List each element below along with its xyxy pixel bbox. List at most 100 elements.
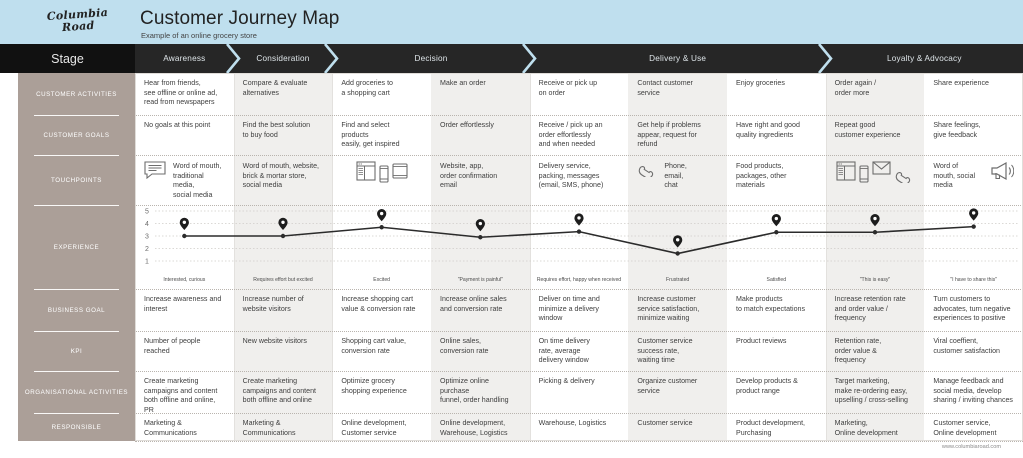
browser-window-icon (356, 161, 376, 181)
cell-touchpoints-5: Delivery service,packing, messages(email… (530, 155, 629, 205)
experience-data-point[interactable] (675, 251, 680, 256)
browser-window-icon (836, 161, 856, 181)
cell-organisational-activities-5: Picking & delivery (530, 371, 629, 413)
cell-text: Viral coeffient,customer satisfaction (933, 337, 1000, 355)
chart-y-tick: 2 (145, 246, 149, 253)
experience-label-2: Requires effort but excited (253, 277, 313, 283)
cell-customer-activities-4: Make an order (431, 73, 530, 115)
cell-customer-activities-1: Hear from friends,see offline or online … (135, 73, 234, 115)
stage-delivery-use[interactable]: Delivery & Use (649, 54, 707, 63)
experience-data-point[interactable] (182, 233, 187, 239)
experience-data-point[interactable] (576, 229, 582, 234)
cell-text: Picking & delivery (538, 377, 595, 385)
experience-label-5: Requires effort, happy when received (536, 277, 622, 283)
cell-touchpoints-6: Phone,email,chat (628, 155, 727, 205)
envelope-icon (872, 161, 891, 175)
cell-text: Enjoy groceries (736, 79, 785, 87)
stage-divider (332, 73, 334, 441)
cell-text: Marketing &Communications (242, 419, 296, 437)
map-pin-icon (278, 217, 288, 230)
rail-separator (34, 205, 119, 206)
cell-responsible-5: Warehouse, Logistics (530, 413, 629, 441)
cell-kpi-4: Online sales,conversion rate (431, 331, 530, 371)
cell-responsible-3: Online development,Customer service (332, 413, 431, 441)
experience-data-point[interactable] (971, 224, 976, 229)
experience-data-point[interactable] (379, 225, 384, 230)
map-pin-icon (870, 214, 880, 227)
cell-text: Online development,Warehouse, Logistics (440, 419, 508, 437)
journey-column-2 (233, 73, 333, 441)
experience-data-point[interactable] (872, 230, 878, 235)
cell-responsible-9: Customer service,Online development (924, 413, 1023, 441)
map-pin-icon (771, 214, 781, 227)
cell-customer-activities-9: Share experience (924, 73, 1023, 115)
experience-label-3: Excited (373, 277, 391, 283)
cell-touchpoints-1: Word of mouth,traditional media,social m… (135, 155, 234, 205)
mobile-phone-icon (379, 165, 389, 183)
touchpoint-icon-group (356, 161, 408, 183)
experience-data-point[interactable] (774, 230, 779, 235)
touchpoint-icon-group (990, 161, 1014, 181)
tablet-icon (392, 163, 408, 179)
rail-item-responsible: RESPONSIBLE (51, 423, 102, 431)
row-separator (135, 289, 1023, 290)
experience-label-4: "Payment is painful" (457, 277, 503, 283)
cell-kpi-8: Retention rate,order value &frequency (826, 331, 925, 371)
cell-kpi-1: Number of people reached (135, 331, 234, 371)
stage-divider (529, 73, 531, 441)
cell-responsible-4: Online development,Warehouse, Logistics (431, 413, 530, 441)
phone-handset-icon (637, 161, 657, 177)
cell-kpi-2: New website visitors (234, 331, 333, 371)
journey-column-6 (628, 73, 727, 441)
rail-separator (34, 371, 119, 372)
stage-consideration[interactable]: Consideration (256, 54, 310, 63)
cell-kpi-7: Product reviews (727, 331, 826, 371)
stage-decision[interactable]: Decision (414, 54, 448, 63)
experience-data-point[interactable] (280, 233, 286, 239)
experience-data-point[interactable] (478, 235, 483, 240)
rail-separator (34, 115, 119, 116)
stage-awareness[interactable]: Awareness (163, 54, 206, 63)
rail-item-organisational-activities: ORGANISATIONAL ACTIVITIES (24, 388, 129, 396)
rail-item-business-goal: BUSINESS GOAL (47, 306, 106, 314)
cell-touchpoints-8 (826, 155, 925, 205)
cell-customer-goals-9: Share feelings,give feedback (924, 115, 1023, 155)
experience-label-9: "I have to share this" (950, 277, 997, 283)
stage-loyalty-advocacy[interactable]: Loyalty & Advocacy (887, 54, 962, 63)
cell-text: Marketing &Communications (144, 419, 197, 437)
cell-touchpoints-2: Word of mouth, website,brick & mortar st… (234, 155, 333, 205)
